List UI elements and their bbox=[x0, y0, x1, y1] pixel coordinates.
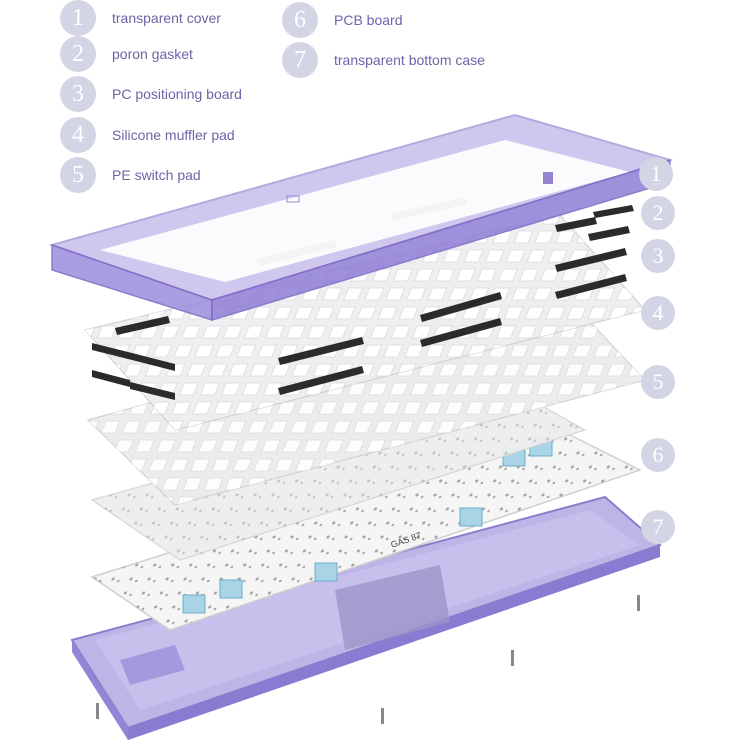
side-number-5: 5 bbox=[641, 365, 675, 399]
screw-icon bbox=[511, 650, 514, 666]
legend-item-4: 4 Silicone muffler pad bbox=[60, 117, 235, 153]
legend-item-3: 3 PC positioning board bbox=[60, 76, 242, 112]
gasket-strip bbox=[278, 337, 364, 365]
side-number-2: 2 bbox=[641, 196, 675, 230]
switch-icon bbox=[314, 562, 338, 582]
legend-item-6: 6 PCB board bbox=[282, 2, 402, 38]
legend-number-badge: 2 bbox=[60, 36, 96, 72]
gasket-strip bbox=[92, 370, 130, 387]
legend-number-badge: 1 bbox=[60, 0, 96, 36]
legend-item-5: 5 PE switch pad bbox=[60, 157, 201, 193]
transparent-bottom-case bbox=[70, 495, 662, 740]
gasket-strip bbox=[92, 343, 132, 360]
legend-label-pcb-board: PCB board bbox=[334, 12, 403, 28]
legend-number-badge: 4 bbox=[60, 117, 96, 153]
switch-icon bbox=[182, 594, 206, 614]
side-number-1: 1 bbox=[639, 157, 673, 191]
legend-label-transparent-cover: transparent cover bbox=[112, 10, 221, 26]
legend-number-badge: 7 bbox=[282, 42, 318, 78]
legend-label-transparent-bottom-case: transparent bottom case bbox=[334, 52, 485, 68]
gasket-strip bbox=[555, 248, 627, 272]
pcb-board: GAS 87 bbox=[90, 429, 642, 631]
screws bbox=[96, 595, 640, 724]
gasket-strip bbox=[593, 205, 634, 218]
side-number-6: 6 bbox=[641, 438, 675, 472]
screw-icon bbox=[637, 595, 640, 611]
gasket-strip bbox=[420, 292, 502, 322]
legend-label-pc-positioning-board: PC positioning board bbox=[112, 86, 242, 102]
transparent-cover bbox=[48, 113, 674, 322]
screw-icon bbox=[381, 708, 384, 724]
legend-item-7: 7 transparent bottom case bbox=[282, 42, 485, 78]
screw-icon bbox=[96, 703, 99, 719]
side-number-4: 4 bbox=[641, 296, 675, 330]
gasket-strip bbox=[588, 226, 630, 241]
gasket-strip bbox=[278, 366, 364, 395]
legend-item-2: 2 poron gasket bbox=[60, 36, 193, 72]
legend-number-badge: 5 bbox=[60, 157, 96, 193]
side-number-3: 3 bbox=[641, 239, 675, 273]
legend-label-poron-gasket: poron gasket bbox=[112, 46, 193, 62]
switch-icon bbox=[219, 579, 243, 599]
legend-number-badge: 6 bbox=[282, 2, 318, 38]
gasket-strip bbox=[555, 217, 597, 232]
side-number-7: 7 bbox=[641, 510, 675, 544]
legend-number-badge: 3 bbox=[60, 76, 96, 112]
gasket-strip bbox=[555, 274, 627, 299]
gasket-strip bbox=[420, 318, 502, 347]
gasket-strip bbox=[115, 316, 170, 335]
gasket-strip bbox=[132, 353, 175, 371]
gasket-strip bbox=[130, 382, 175, 400]
legend-label-pe-switch-pad: PE switch pad bbox=[112, 167, 201, 183]
legend-item-1: 1 transparent cover bbox=[60, 0, 221, 36]
legend-label-silicone-muffler-pad: Silicone muffler pad bbox=[112, 127, 235, 143]
switch-icon bbox=[459, 507, 483, 527]
